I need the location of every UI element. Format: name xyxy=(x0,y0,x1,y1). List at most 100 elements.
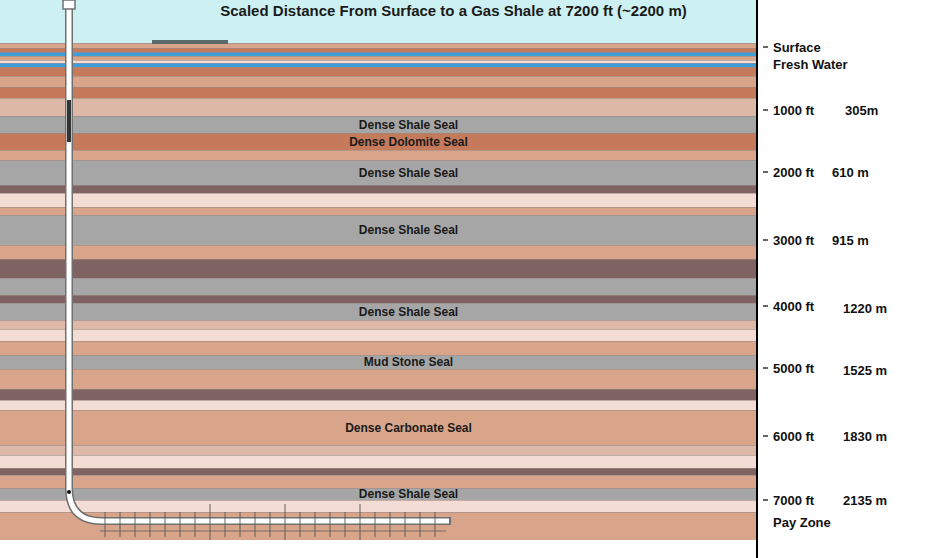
well-bore-outline xyxy=(69,8,450,521)
rock-layer xyxy=(0,48,757,52)
perforation-tick xyxy=(225,512,226,537)
rock-layer xyxy=(0,303,757,320)
rock-layer xyxy=(0,215,757,245)
depth-tick xyxy=(763,239,768,240)
rock-layer xyxy=(0,355,757,369)
rock-layer xyxy=(0,500,757,512)
perforation-tick xyxy=(330,512,331,537)
depth-tick xyxy=(763,109,768,110)
depth-label: 7000 ft xyxy=(773,493,814,508)
rock-layer xyxy=(0,87,757,98)
rock-layer xyxy=(0,67,757,76)
perforation-tick xyxy=(105,512,106,537)
rock-layer xyxy=(0,76,757,87)
rock-layer xyxy=(0,52,757,56)
rock-layer xyxy=(0,0,757,43)
rock-layer xyxy=(0,63,757,67)
layer-boundary xyxy=(0,116,757,117)
layer-boundary xyxy=(0,60,757,61)
rock-layer xyxy=(0,150,757,160)
layer-boundary xyxy=(0,245,757,246)
perforation-tick xyxy=(405,512,406,537)
depth-tick xyxy=(763,305,768,306)
seal-band: Mud Stone Seal xyxy=(0,355,757,369)
layer-boundary xyxy=(0,468,757,469)
rock-layer xyxy=(0,160,757,185)
depth-label: Pay Zone xyxy=(773,515,831,530)
seal-label: Dense Shale Seal xyxy=(299,224,458,236)
rock-layer xyxy=(0,445,757,455)
well-casing xyxy=(67,100,71,142)
layer-boundary xyxy=(0,445,757,446)
rock-layer xyxy=(0,329,757,341)
layer-boundary xyxy=(0,215,757,216)
perforation-tick xyxy=(390,512,391,537)
layer-boundary xyxy=(0,455,757,456)
well-end-cap xyxy=(449,517,451,525)
seal-label: Dense Shale Seal xyxy=(299,119,458,131)
perforation-tick xyxy=(375,512,376,537)
perforation-tick xyxy=(285,504,286,540)
frac-line xyxy=(100,531,446,532)
depth-label: 2135 m xyxy=(843,493,887,508)
perforation-tick xyxy=(270,512,271,537)
rock-layer xyxy=(0,410,757,445)
perforation-tick xyxy=(315,512,316,537)
layer-boundary xyxy=(0,389,757,390)
seal-label: Dense Shale Seal xyxy=(299,488,458,500)
rock-layer xyxy=(0,245,757,259)
rock-layer xyxy=(0,278,757,295)
rock-layer xyxy=(0,259,757,278)
rock-layer xyxy=(0,185,757,193)
seal-band: Dense Dolomite Seal xyxy=(0,133,757,150)
rock-layer xyxy=(0,320,757,329)
depth-label: Fresh Water xyxy=(773,57,848,72)
depth-label: 1220 m xyxy=(843,301,887,316)
seal-band: Dense Shale Seal xyxy=(0,116,757,133)
depth-label: 6000 ft xyxy=(773,429,814,444)
seal-label: Dense Shale Seal xyxy=(299,167,458,179)
perforation-tick xyxy=(420,512,421,537)
layer-boundary xyxy=(0,160,757,161)
rock-layer xyxy=(0,468,757,475)
perforation-tick xyxy=(135,512,136,537)
depth-tick xyxy=(763,367,768,368)
seal-band: Dense Shale Seal xyxy=(0,160,757,185)
layer-boundary xyxy=(0,52,757,53)
rock-layer xyxy=(0,475,757,488)
layer-boundary xyxy=(0,87,757,88)
layer-boundary xyxy=(0,320,757,321)
layer-boundary xyxy=(0,295,757,296)
depth-label: Surface xyxy=(773,40,821,55)
rock-layer xyxy=(0,193,757,207)
layer-boundary xyxy=(0,98,757,99)
depth-label: 4000 ft xyxy=(773,299,814,314)
layer-boundary xyxy=(0,56,757,57)
depth-label: 610 m xyxy=(832,165,869,180)
layer-boundary xyxy=(0,259,757,260)
rock-layer xyxy=(0,98,757,116)
seal-label: Dense Shale Seal xyxy=(299,306,458,318)
perforation-tick xyxy=(195,512,196,537)
layer-boundary xyxy=(0,133,757,134)
depth-label: 1000 ft xyxy=(773,103,814,118)
depth-label: 1830 m xyxy=(843,429,887,444)
seal-label: Dense Carbonate Seal xyxy=(285,422,472,434)
perforation-tick xyxy=(210,504,211,540)
perforation-tick xyxy=(120,512,121,537)
depth-tick xyxy=(763,171,768,172)
rock-layer xyxy=(0,295,757,303)
well-marker xyxy=(67,490,71,494)
layer-boundary xyxy=(0,76,757,77)
seal-band: Dense Carbonate Seal xyxy=(0,410,757,445)
rock-layer xyxy=(0,389,757,400)
seal-band: Dense Shale Seal xyxy=(0,303,757,320)
rock-layer xyxy=(0,56,757,60)
seal-label: Mud Stone Seal xyxy=(304,356,453,368)
depth-label: 3000 ft xyxy=(773,233,814,248)
layer-boundary xyxy=(0,410,757,411)
layer-boundary xyxy=(0,48,757,49)
rock-layer xyxy=(0,512,757,540)
